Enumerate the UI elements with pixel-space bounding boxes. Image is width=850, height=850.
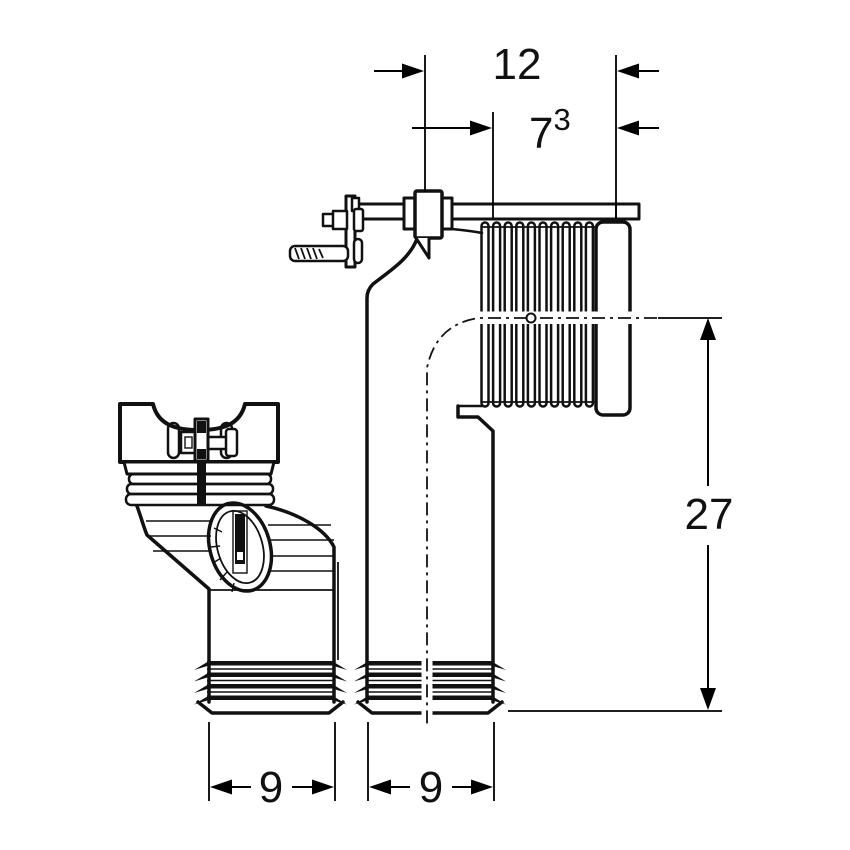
adjustment-block <box>413 189 444 240</box>
arrowhead-right <box>471 779 493 795</box>
dim-label-9-left: 9 <box>259 763 283 812</box>
left-outlet-seal <box>194 661 347 715</box>
dimension-left-outlet: 9 <box>210 763 334 812</box>
rod-pin-collar <box>331 209 349 231</box>
dimension-right-outlet: 9 <box>369 763 493 812</box>
arrowhead-left <box>617 120 639 136</box>
arrowhead-up <box>700 318 716 340</box>
header-slot-left <box>166 421 181 460</box>
arrowhead-left <box>369 779 391 795</box>
arrowhead-right <box>312 779 334 795</box>
pipe-left-wall <box>365 237 419 704</box>
vertical-pipe <box>365 227 495 704</box>
elbow-seal-collar <box>124 463 276 507</box>
elbow-contour-lines <box>146 520 334 591</box>
centerline-group <box>421 311 657 726</box>
window-slot-notch <box>237 552 243 560</box>
clamp-arm-endcap <box>224 427 239 458</box>
plate-bump-lower <box>352 237 364 265</box>
seal-rings <box>194 661 347 705</box>
arrowhead-left <box>210 779 232 795</box>
dim-label-7-3: 73 <box>529 102 571 158</box>
window-rim-ticks <box>210 527 235 593</box>
collar-center-mark <box>197 463 206 505</box>
dim-label-27: 27 <box>685 490 734 539</box>
block-tongue <box>414 237 431 260</box>
inspection-window <box>206 501 274 593</box>
pipe-neck-right-curve <box>450 227 484 235</box>
centerline-marker-circle <box>525 312 537 324</box>
dimension-height: 27 <box>685 318 734 710</box>
arrowhead-right <box>402 63 424 79</box>
clamp-screw-top <box>197 421 206 433</box>
centerline-gap-horizontal <box>478 311 634 324</box>
clamp-left-block-inner <box>184 436 193 449</box>
centerline <box>426 317 657 726</box>
arrowhead-right <box>470 120 492 136</box>
dim-label-12: 12 <box>493 40 542 89</box>
window-slot <box>235 514 245 564</box>
dim-label-9-right: 9 <box>419 763 443 812</box>
wall-anchor-screw <box>288 244 350 263</box>
pipe-shoulder <box>456 404 495 704</box>
dimension-top-width: 12 <box>374 40 659 89</box>
arrowhead-left <box>617 63 639 79</box>
screw-threads <box>294 247 324 260</box>
dimension-annotations: 12 73 27 9 <box>208 40 734 812</box>
plate-bump-upper <box>352 207 365 233</box>
window-slot-outline <box>232 510 248 574</box>
outlet-lip <box>196 700 345 715</box>
dimension-sleeve-offset: 73 <box>412 102 659 158</box>
clamp-screw-bottom <box>197 449 206 459</box>
arrowhead-down <box>700 688 716 710</box>
elbow-body-left-edge <box>135 504 211 704</box>
offset-bend-component <box>118 402 339 704</box>
